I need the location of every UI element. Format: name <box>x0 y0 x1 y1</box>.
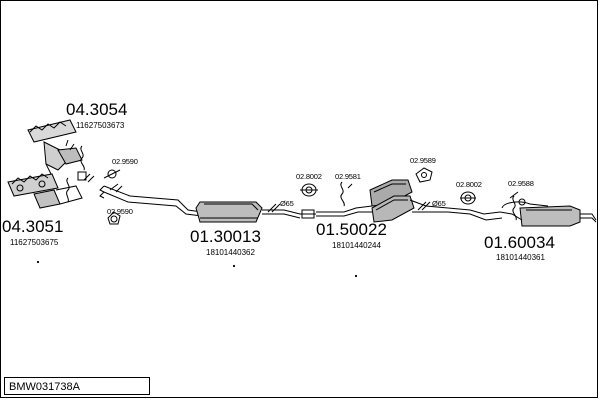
accessory-number: 02.9590 <box>112 157 138 166</box>
muffler-icon <box>195 201 301 223</box>
rubber-hanger-icon <box>340 181 353 207</box>
catalyst-icon <box>27 119 83 177</box>
gasket-icon <box>103 169 121 179</box>
rubber-hanger-icon <box>415 167 433 183</box>
accessory-number: 02.9588 <box>508 179 534 188</box>
accessory-number: 02.8002 <box>296 172 322 181</box>
muffler-icon <box>369 179 449 223</box>
oem-number-04-3054: 11627503673 <box>76 121 125 130</box>
oem-number-01-60034: 18101440361 <box>496 253 545 262</box>
accessory-number: 02.9589 <box>410 156 436 165</box>
muffler-icon <box>499 201 597 227</box>
drawing-code: BMW031738A <box>4 377 150 395</box>
oem-number-04-3051: 11627503675 <box>10 238 59 247</box>
clamp-icon <box>300 209 316 219</box>
rubber-hanger-icon <box>460 191 476 205</box>
accessory-number: 02.9590 <box>107 207 133 216</box>
oem-number-01-30013: 18101440362 <box>206 248 255 257</box>
part-number-04-3054: 04.3054 <box>66 100 128 119</box>
clamp-icon <box>107 211 121 225</box>
accessory-number: 02.9581 <box>335 172 361 181</box>
catalyst-icon <box>7 173 83 209</box>
sensor-icon <box>66 177 70 203</box>
front-pipe <box>99 183 203 217</box>
part-number-01-60034: 01.60034 <box>484 233 555 252</box>
accessory-number: 02.8002 <box>456 180 482 189</box>
oem-number-01-50022: 18101440244 <box>332 241 381 250</box>
diameter-label: Ø65 <box>280 199 294 208</box>
part-number-01-50022: 01.50022 <box>316 220 387 239</box>
part-number-04-3051: 04.3051 <box>2 217 64 236</box>
sensor-icon <box>80 145 85 171</box>
diameter-label: Ø65 <box>432 199 446 208</box>
part-number-01-30013: 01.30013 <box>190 227 261 246</box>
rubber-hanger-icon <box>300 183 318 197</box>
